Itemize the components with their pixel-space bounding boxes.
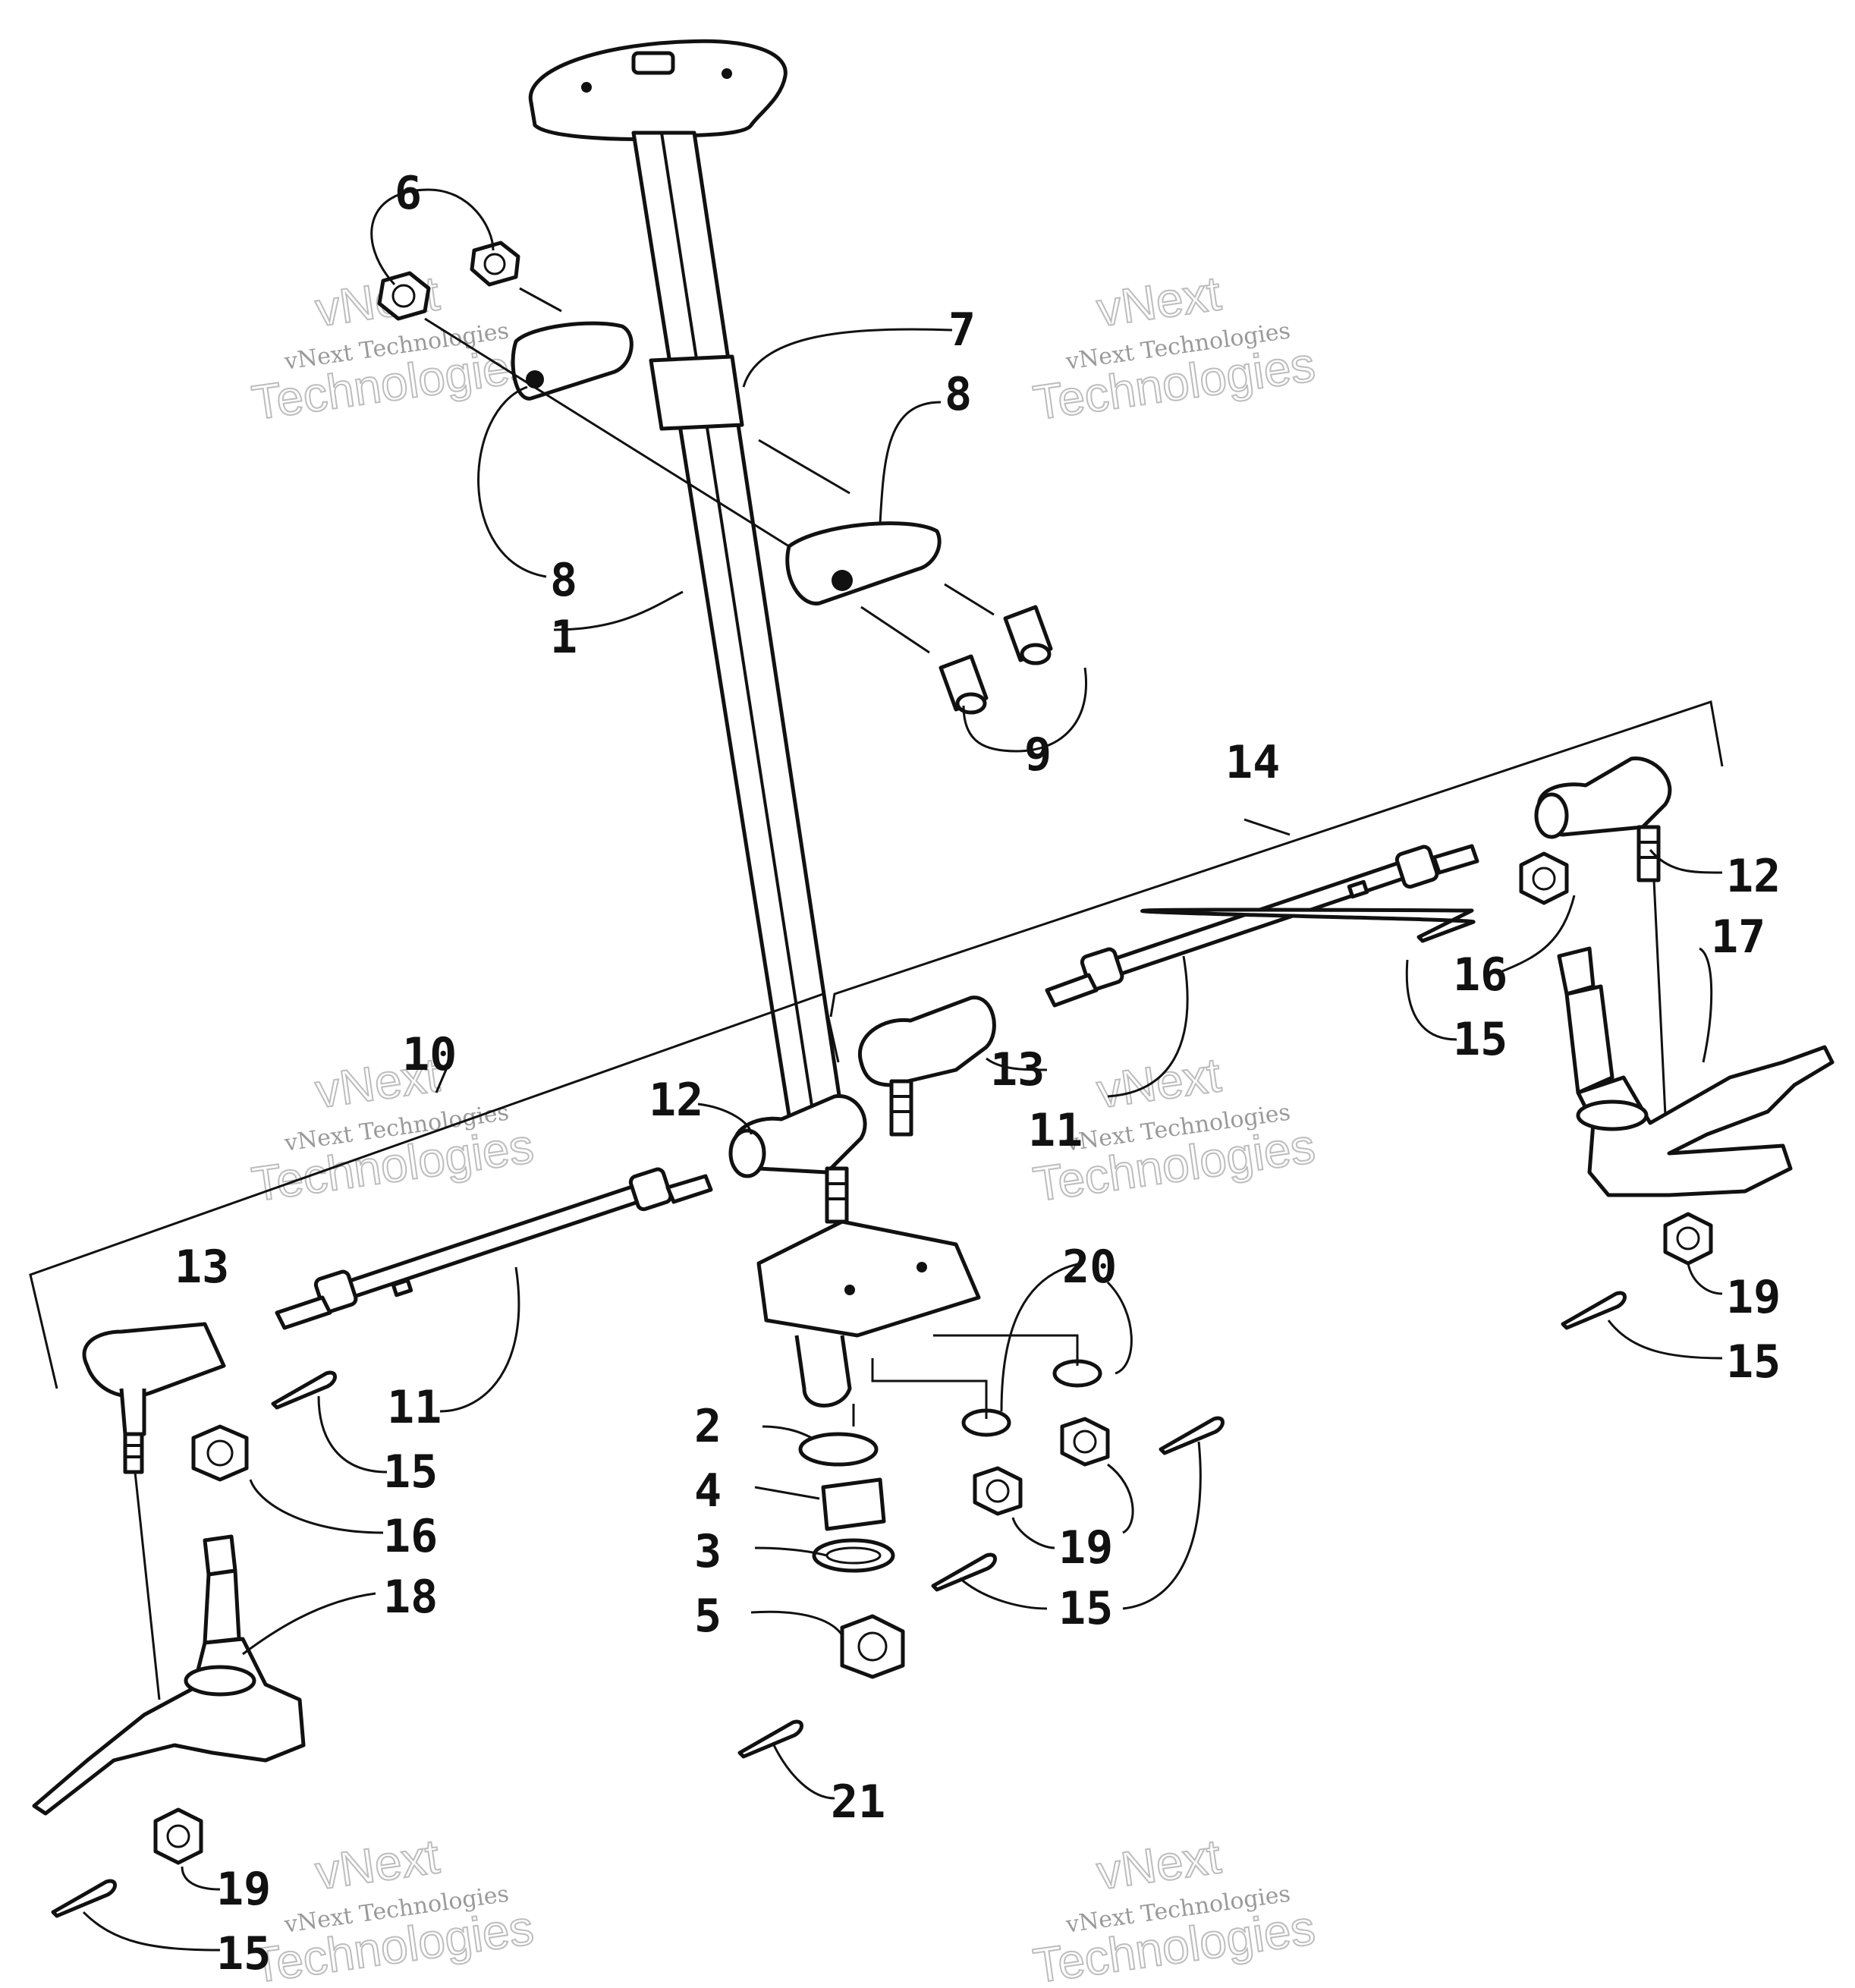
callout-label: 8	[945, 368, 972, 421]
callout-label: 15	[1058, 1582, 1113, 1635]
callout-label: 15	[1453, 1013, 1508, 1066]
callout-label: 2	[694, 1400, 722, 1453]
callout-label: 20	[1062, 1241, 1117, 1294]
callout-label: 13	[990, 1043, 1045, 1096]
left-tie-rod	[29, 992, 867, 1474]
svg-text:vNext: vNext	[1093, 1047, 1224, 1118]
callout-label: 10	[402, 1028, 457, 1081]
callout-label: 15	[216, 1927, 271, 1980]
callout-label: 12	[1726, 850, 1781, 903]
watermark: vNext vNext Technologies Technologies	[248, 1828, 538, 1988]
callout-label: 19	[216, 1863, 271, 1916]
callout-label: 18	[383, 1571, 438, 1624]
callout-label: 13	[174, 1241, 229, 1294]
callout-label: 4	[694, 1464, 722, 1518]
svg-text:vNext: vNext	[312, 1829, 442, 1900]
callout-label: 19	[1058, 1521, 1113, 1574]
svg-text:vNext: vNext	[1093, 266, 1224, 337]
watermark: vNext vNext Technologies Technologies	[1030, 1828, 1319, 1988]
callout-label: 6	[395, 167, 422, 220]
steering-post	[528, 39, 981, 1408]
left-spindle	[32, 1424, 306, 1865]
cotter-pins	[51, 907, 1627, 1918]
callout-label: 15	[1726, 1335, 1781, 1389]
callout-label: 11	[1028, 1104, 1083, 1157]
right-spindle	[1519, 851, 1835, 1266]
callout-label: 16	[383, 1510, 438, 1563]
lower-hardware	[798, 1334, 1110, 1679]
callout-label: 11	[387, 1381, 442, 1434]
callout-label: 9	[1024, 728, 1052, 782]
callout-label: 17	[1711, 911, 1765, 964]
callout-label: 19	[1726, 1271, 1781, 1324]
callout-label: 5	[694, 1590, 722, 1643]
upper-bracket-hardware	[377, 241, 1053, 715]
callout-label: 8	[550, 554, 577, 607]
callout-label: 3	[694, 1525, 722, 1578]
callout-labels: 6 7 8 8 1 9 14 12 16 17 15 10 12 13 11 1…	[174, 167, 1781, 1980]
callout-label: 15	[383, 1445, 438, 1499]
right-tie-rod	[829, 700, 1724, 1137]
callout-label: 21	[831, 1776, 885, 1829]
callout-label: 12	[649, 1074, 703, 1127]
callout-label: 14	[1225, 736, 1280, 789]
callout-label: 16	[1453, 948, 1508, 1002]
callout-label: 1	[550, 611, 577, 664]
leader-lines	[82, 188, 1723, 1952]
watermark: vNext vNext Technologies Technologies	[1030, 265, 1319, 431]
callout-label: 7	[948, 304, 976, 357]
svg-text:vNext: vNext	[1093, 1829, 1224, 1900]
